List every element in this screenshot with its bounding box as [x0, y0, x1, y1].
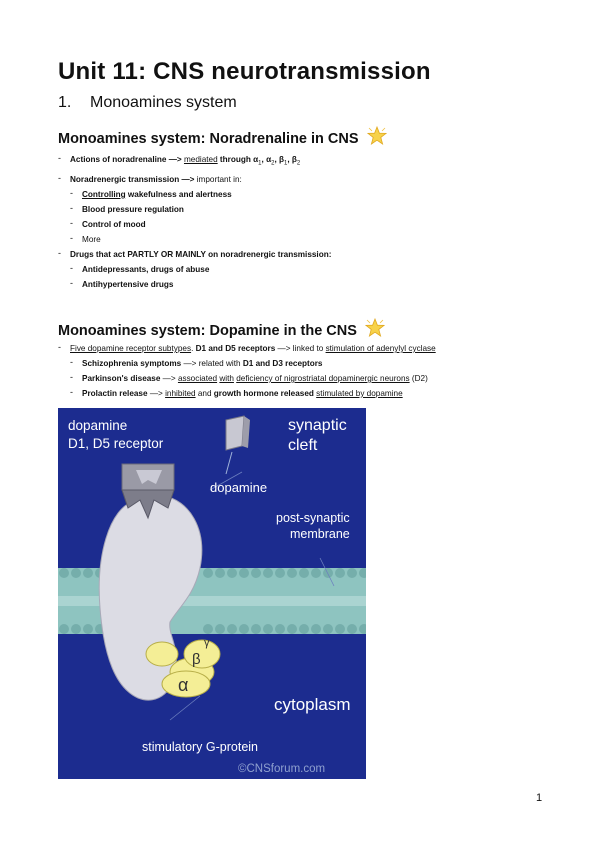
- text-run: deficiency of nigrostriatal dopaminergic…: [236, 374, 410, 383]
- text-run: (D2): [409, 374, 428, 383]
- dopamine-list: Five dopamine receptor subtypes. D1 and …: [58, 340, 436, 401]
- text-run: , β: [274, 155, 284, 164]
- text-run: , β: [287, 155, 297, 164]
- heading-text: Monoamines system: Noradrenaline in CNS: [58, 131, 359, 147]
- pointer-lines: [169, 471, 335, 721]
- text-run: Prolactin release: [82, 389, 148, 398]
- list-item: Antidepressants, drugs of abuse: [58, 261, 331, 277]
- text-run: stimulated by dopamine: [316, 389, 403, 398]
- text-run: —>: [160, 374, 178, 383]
- text-run: through α: [217, 155, 259, 164]
- text-run: .: [191, 344, 196, 353]
- text-run: , α: [261, 155, 272, 164]
- text-run: Blood pressure regulation: [82, 204, 184, 214]
- dopamine-receptor-figure: α β γ dopamine D1, D5 receptor synaptic …: [58, 408, 366, 779]
- dopamine-molecule: [225, 415, 250, 475]
- text-run: mediated: [183, 155, 218, 164]
- star-icon: [366, 126, 387, 145]
- section-heading: 1. Monoamines system: [58, 94, 237, 112]
- subscript: 2: [296, 160, 301, 167]
- text-run: associated: [177, 374, 218, 383]
- cytoplasm-label: cytoplasm: [274, 695, 351, 714]
- text-run: D1 and D5 receptors: [195, 344, 276, 353]
- alpha-label: α: [178, 675, 188, 695]
- cleft-label-line1: synaptic: [288, 417, 347, 434]
- text-run: More: [82, 234, 101, 244]
- text-run: D1 and D3 receptors: [242, 359, 323, 368]
- section-label: Monoamines system: [90, 94, 237, 111]
- list-item: Control of mood: [58, 216, 331, 232]
- text-run: Drugs that act PARTLY OR MAINLY on norad…: [70, 249, 332, 259]
- subscript: 2: [271, 160, 275, 167]
- list-item: Prolactin release —> inhibited and growt…: [58, 385, 436, 401]
- list-item: Parkinson's disease —> associated with d…: [58, 370, 436, 386]
- star-icon: [364, 318, 385, 337]
- text-run: inhibited: [165, 389, 196, 398]
- list-item: Noradrenergic transmission —> important …: [58, 171, 331, 187]
- gamma-label: γ: [204, 637, 210, 649]
- list-item: Antihypertensive drugs: [58, 276, 331, 292]
- text-run: Antihypertensive drugs: [82, 279, 174, 289]
- list-item: Schizophrenia symptoms —> related with D…: [58, 355, 436, 371]
- receptor-label-line1: dopamine: [68, 418, 127, 433]
- text-run: Controlling: [82, 189, 126, 199]
- subscript: 1: [284, 160, 288, 167]
- beta-label: β: [192, 651, 201, 668]
- text-run: —> linked to: [275, 344, 326, 353]
- membrane-label-line2: membrane: [290, 527, 350, 541]
- text-run: —> related with: [181, 359, 243, 368]
- list-item: Five dopamine receptor subtypes. D1 and …: [58, 340, 436, 356]
- text-run: important in:: [196, 174, 242, 184]
- text-run: wakefulness and alertness: [125, 189, 232, 199]
- text-run: stimulation of adenylyl cyclase: [325, 344, 436, 353]
- list-item: Controlling wakefulness and alertness: [58, 186, 331, 202]
- heading-text: Monoamines system: Dopamine in the CNS: [58, 323, 357, 339]
- list-item: Drugs that act PARTLY OR MAINLY on norad…: [58, 246, 332, 262]
- subscript: 1: [258, 160, 262, 167]
- list-item: More: [58, 231, 331, 247]
- credit-label: ©CNSforum.com: [238, 763, 325, 775]
- dopamine-heading: Monoamines system: Dopamine in the CNS: [58, 318, 385, 339]
- list-item: Blood pressure regulation: [58, 201, 331, 217]
- text-run: and: [195, 389, 214, 398]
- text-run: growth hormone released: [213, 389, 314, 398]
- text-run: Actions of noradrenaline —>: [70, 155, 184, 164]
- text-run: Control of mood: [82, 219, 146, 229]
- cleft-label-line2: cleft: [288, 437, 318, 454]
- membrane-label-line1: post-synaptic: [276, 511, 350, 525]
- gprotein-label: stimulatory G-protein: [142, 740, 258, 754]
- noradrenaline-heading: Monoamines system: Noradrenaline in CNS: [58, 126, 387, 147]
- page-title: Unit 11: CNS neurotransmission: [58, 58, 431, 85]
- text-run: Schizophrenia symptoms: [82, 359, 182, 368]
- receptor-label-line2: D1, D5 receptor: [68, 436, 164, 451]
- binding-site: [121, 463, 175, 520]
- section-number: 1.: [58, 94, 72, 111]
- page-number: 1: [536, 792, 543, 804]
- noradrenaline-list: Actions of noradrenaline —> mediated thr…: [58, 151, 332, 292]
- text-run: —>: [147, 389, 166, 398]
- dopamine-label: dopamine: [210, 480, 267, 495]
- text-run: Parkinson's disease: [82, 374, 161, 383]
- text-run: with: [219, 374, 234, 383]
- text-run: Five dopamine receptor subtypes: [70, 344, 192, 353]
- list-item: Actions of noradrenaline —> mediated thr…: [58, 151, 331, 172]
- text-run: Antidepressants, drugs of abuse: [82, 264, 210, 274]
- g-protein: α β γ: [145, 637, 221, 698]
- text-run: Noradrenergic transmission —>: [70, 174, 197, 184]
